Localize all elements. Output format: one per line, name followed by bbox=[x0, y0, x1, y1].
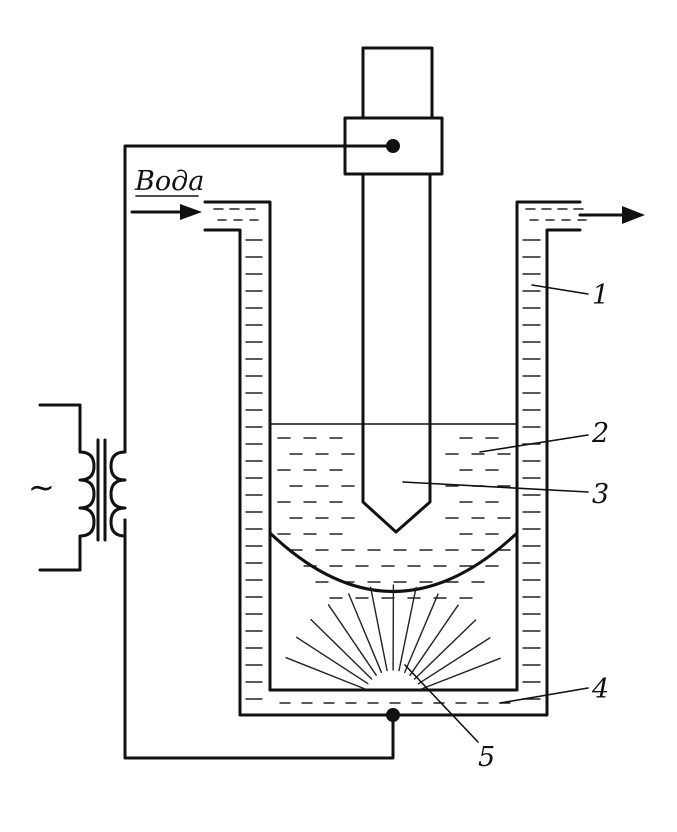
circuit-wires bbox=[123, 144, 395, 760]
ingot-crystal-ray bbox=[285, 657, 366, 690]
ingot-crystal-ray bbox=[417, 637, 491, 685]
callout-4: 4 bbox=[591, 674, 609, 705]
transformer-symbol: ~ bbox=[28, 403, 127, 572]
ingot-crystal-ray bbox=[409, 604, 459, 676]
ingot-crystal-ray bbox=[398, 586, 417, 672]
callout-3: 3 bbox=[592, 479, 609, 510]
water-label: Вода bbox=[134, 166, 204, 197]
callout-1: 1 bbox=[592, 280, 609, 311]
ingot bbox=[268, 531, 519, 690]
callout-2: 2 bbox=[591, 418, 609, 449]
callouts: 1 2 3 4 5 bbox=[402, 280, 609, 773]
callout-5: 5 bbox=[478, 742, 495, 773]
ingot-crystal-ray bbox=[348, 593, 383, 673]
molten-bath bbox=[269, 423, 518, 599]
cooling-jacket bbox=[203, 200, 587, 717]
ingot-crystal-ray bbox=[369, 586, 388, 672]
ingot-crystal-ray bbox=[295, 636, 369, 685]
electrode bbox=[343, 46, 444, 534]
ingot-crystal-ray bbox=[420, 657, 501, 690]
ingot-crystal-ray bbox=[310, 618, 373, 680]
ac-symbol: ~ bbox=[28, 468, 55, 506]
water-flow-arrows: Вода bbox=[130, 166, 645, 224]
ingot-crystal-ray bbox=[327, 604, 377, 676]
ingot-crystal-ray bbox=[404, 593, 439, 674]
ingot-crystal-ray bbox=[413, 619, 477, 680]
